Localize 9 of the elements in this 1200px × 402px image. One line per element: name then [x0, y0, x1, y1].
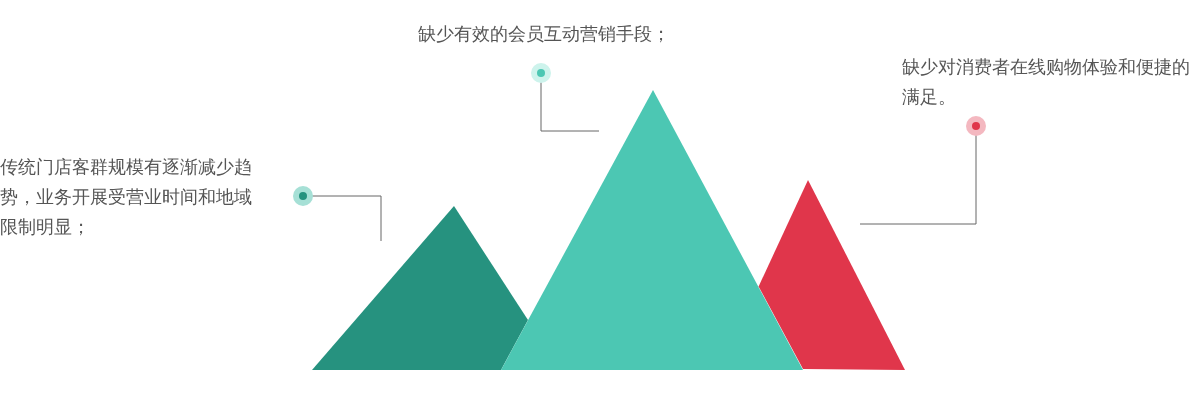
callout-text: 缺少对消费者在线购物体验和便捷的满足。 — [902, 52, 1200, 112]
leader-line — [859, 116, 986, 225]
mountain-triangle — [312, 206, 529, 370]
mountain-triangle — [758, 180, 905, 370]
leader-line — [531, 63, 600, 132]
mountain-triangle — [501, 90, 803, 370]
leader-line — [293, 186, 382, 242]
callout-text: 缺少有效的会员互动营销手段； — [418, 19, 688, 49]
callout-text: 传统门店客群规模有逐渐减少趋势，业务开展受营业时间和地域限制明显； — [0, 152, 265, 242]
